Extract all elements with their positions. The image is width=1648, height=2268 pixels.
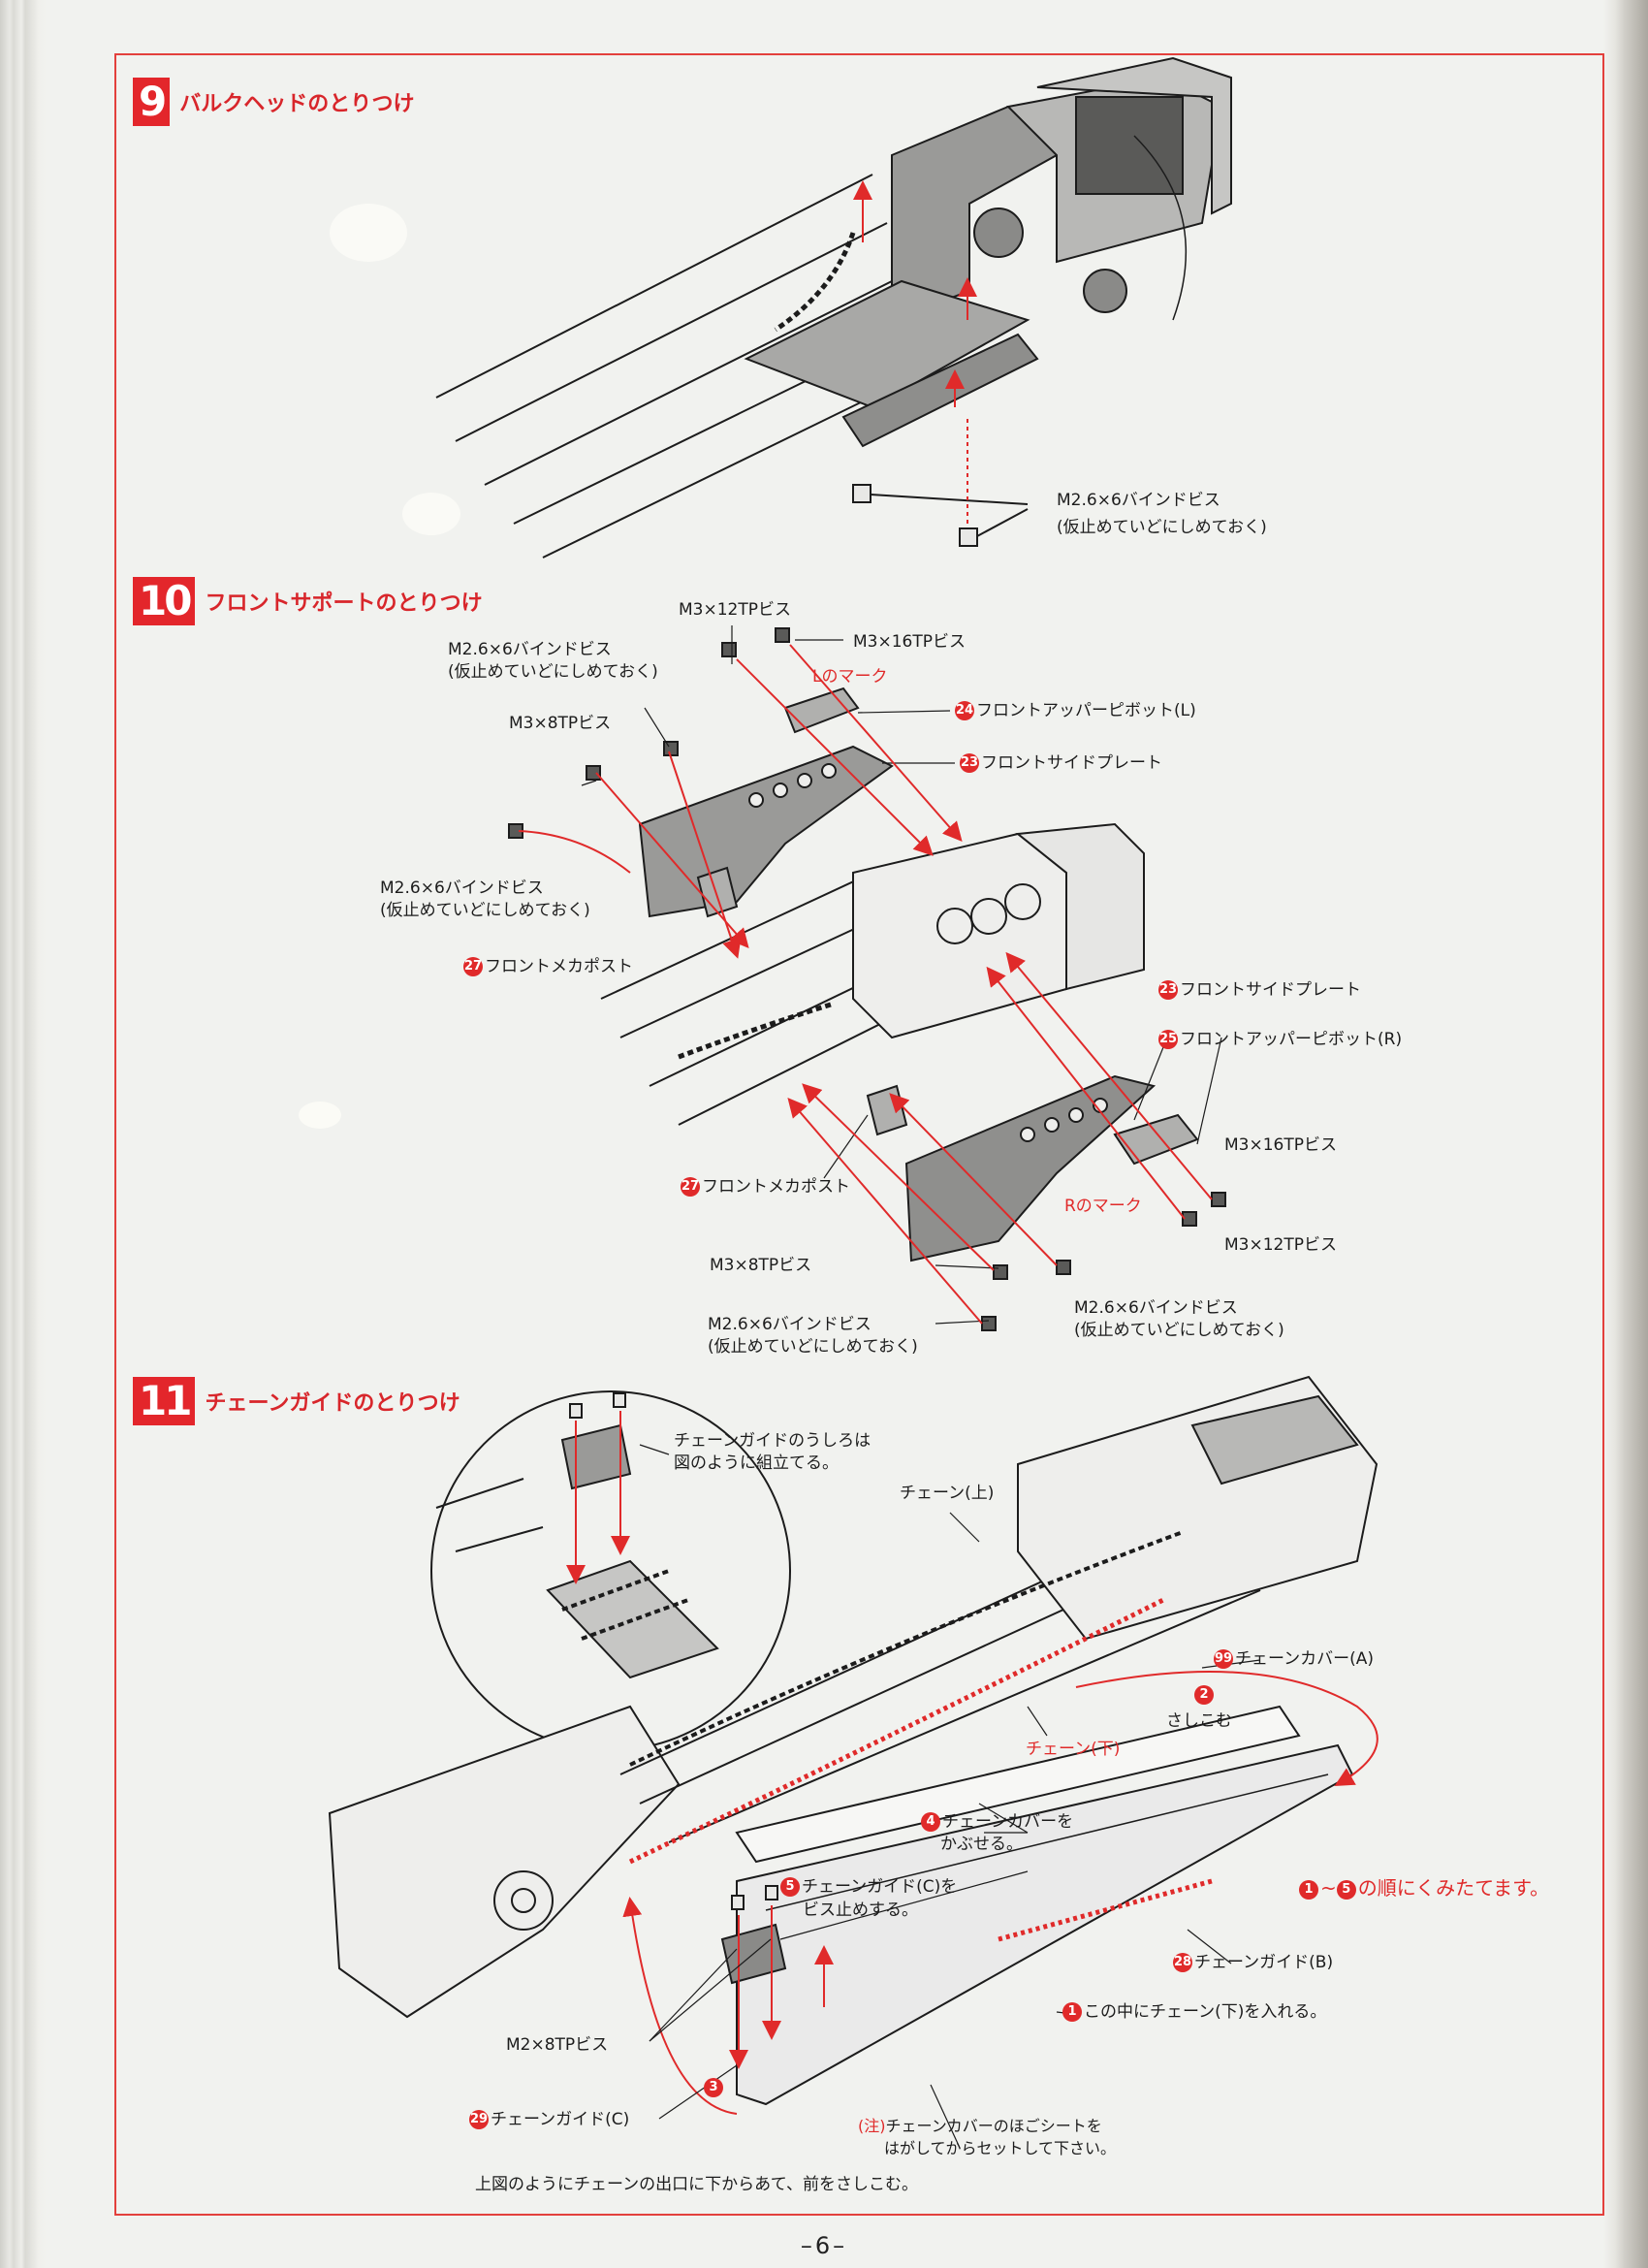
section-9-title: バルクヘッドのとりつけ (179, 92, 415, 116)
step11-step2-text: さしこむ (1166, 1711, 1232, 1731)
label-text: フロントアッパーピボット(R) (1180, 1030, 1403, 1049)
step10-m3x12-right: M3×12TPビス (1224, 1235, 1337, 1255)
step9-drawing (435, 56, 1232, 559)
step11-step5-line2: ビス止めする。 (803, 1901, 918, 1920)
label-text: フロントアッパーピボット(L) (976, 701, 1196, 720)
label-text: チェーンガイド(B) (1194, 1953, 1334, 1972)
step-number-badge: 1 (1062, 2002, 1082, 2022)
step-number-badge: 5 (780, 1877, 800, 1897)
caution-tag: (注) (858, 2117, 886, 2135)
part-number-badge: 28 (1173, 1953, 1192, 1972)
label-text: フロントメカポスト (702, 1177, 850, 1197)
page-edge-right (1603, 0, 1648, 2268)
step10-m26-lower-right-note: (仮止めていどにしめておく) (1074, 1321, 1284, 1340)
step11-caution: (注)チェーンカバーのほごシートを (858, 2116, 1102, 2137)
part-number-badge: 24 (955, 701, 974, 720)
step10-m3x16-top: M3×16TPビス (853, 632, 966, 652)
section-11-number: 11 (133, 1377, 196, 1425)
part-number-badge: 27 (681, 1177, 700, 1197)
step10-m26-upper: M2.6×6バインドビス (448, 640, 612, 659)
step-number-badge: 5 (1336, 1879, 1356, 1900)
section-9-header: 9 バルクヘッドのとりつけ (133, 78, 414, 126)
section-10-title: フロントサポートのとりつけ (205, 591, 483, 616)
label-text: フロントサイドプレート (1180, 980, 1361, 1000)
step10-m3x12-top: M3×12TPビス (679, 600, 791, 620)
step10-m3x16-right: M3×16TPビス (1224, 1135, 1337, 1155)
step10-m26-bottom-note: (仮止めていどにしめておく) (708, 1337, 918, 1357)
step10-drawing (508, 625, 1226, 1331)
step10-m3x8-lower: M3×8TPビス (710, 1256, 812, 1275)
step11-bottom-note: 上図のようにチェーンの出口に下からあて、前をさしこむ。 (475, 2175, 918, 2194)
step11-step3-marker: 3 (704, 2077, 725, 2098)
section-11-header: 11 チェーンガイドのとりつけ (133, 1377, 460, 1425)
label-text: の順にくみたてます。 (1357, 1876, 1550, 1900)
step-number-badge: 4 (921, 1812, 940, 1832)
step10-m26-left-note: (仮止めていどにしめておく) (380, 901, 590, 920)
step10-l-mark: Lのマーク (812, 667, 888, 687)
step10-m26-bottom: M2.6×6バインドビス (708, 1315, 872, 1334)
step11-step4-line2: かぶせる。 (940, 1835, 1023, 1854)
section-11-title: チェーンガイドのとりつけ (205, 1391, 460, 1416)
step10-r-mark: Rのマーク (1064, 1197, 1142, 1216)
step10-m26-lower-right: M2.6×6バインドビス (1074, 1298, 1238, 1318)
step11-m2x8: M2×8TPビス (506, 2035, 609, 2055)
label-text: チェーンカバーを (942, 1812, 1074, 1832)
part-number-badge: 99 (1214, 1649, 1233, 1669)
label-text: チェーンカバー(A) (1235, 1649, 1375, 1669)
page-number: –6– (800, 2232, 848, 2259)
step11-inset-note-2: 図のように組立てる。 (674, 1453, 839, 1473)
step-number-badge: 3 (704, 2078, 723, 2097)
part-number-badge: 23 (960, 753, 979, 773)
step-number-badge: 1 (1299, 1879, 1318, 1900)
section-10-number: 10 (133, 577, 196, 625)
part-number-badge: 29 (469, 2110, 489, 2129)
page-frame (114, 53, 1604, 2216)
step9-screw-note: (仮止めていどにしめておく) (1057, 518, 1267, 537)
label-text: ~ (1320, 1876, 1337, 1900)
part-number-badge: 27 (463, 957, 483, 976)
step10-m26-upper-note: (仮止めていどにしめておく) (448, 662, 658, 682)
step11-step2-marker: 2 (1194, 1684, 1216, 1706)
step9-screw-label: M2.6×6バインドビス (1057, 491, 1220, 510)
label-text: チェーンガイド(C) (491, 2110, 630, 2129)
label-text: チェーンガイド(C)を (802, 1877, 958, 1897)
step11-drawing (328, 1375, 1379, 2106)
part-number-badge: 25 (1158, 1030, 1178, 1049)
part-number-badge: 23 (1158, 980, 1178, 1000)
step11-chain-lower: チェーン(下) (1026, 1740, 1121, 1759)
step10-m3x8-upper: M3×8TPビス (509, 714, 612, 733)
section-10-header: 10 フロントサポートのとりつけ (133, 577, 483, 625)
step-number-badge: 2 (1194, 1685, 1214, 1705)
step11-caution-line2: はがしてからセットして下さい。 (884, 2139, 1117, 2157)
step10-m26-left: M2.6×6バインドビス (380, 878, 544, 898)
section-9-number: 9 (133, 78, 171, 126)
step11-chain-upper: チェーン(上) (900, 1484, 995, 1503)
page-edge-left (0, 0, 47, 2268)
step11-inset-note-1: チェーンガイドのうしろは (674, 1431, 872, 1451)
label-text: フロントサイドプレート (981, 753, 1162, 773)
label-text: この中にチェーン(下)を入れる。 (1084, 2002, 1327, 2022)
label-text: チェーンカバーのほごシートを (885, 2117, 1102, 2135)
label-text: フロントメカポスト (485, 957, 633, 976)
